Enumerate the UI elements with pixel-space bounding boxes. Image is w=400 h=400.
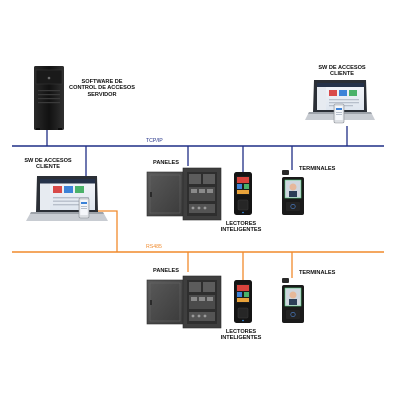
access-panel-lower-icon xyxy=(146,275,222,329)
panels-upper-label: PANELES xyxy=(153,160,180,166)
face-terminal-lower-icon xyxy=(282,278,304,323)
readers-lower-label: LECTORES INTELIGENTES xyxy=(220,329,262,342)
terminals-lower-label: TERMINALES xyxy=(299,270,336,276)
access-panel-upper-icon xyxy=(146,167,222,221)
face-terminal-upper-icon xyxy=(282,170,304,215)
client-left-label: SW DE ACCESOS CLIENTE xyxy=(24,158,72,171)
smart-reader-lower-icon xyxy=(234,280,252,323)
smartphone-left-icon xyxy=(78,197,90,219)
client-top-right-label: SW DE ACCESOS CLIENTE xyxy=(318,65,366,78)
server-label: SOFTWARE DE CONTROL DE ACCESOS SERVIDOR xyxy=(69,79,135,98)
server-tower-icon xyxy=(34,66,64,130)
terminals-upper-label: TERMINALES xyxy=(299,166,336,172)
smartphone-top-right-icon xyxy=(333,103,345,124)
rs485-label: RS485 xyxy=(146,244,162,250)
tcp-ip-label: TCP/IP xyxy=(146,138,163,144)
readers-upper-label: LECTORES INTELIGENTES xyxy=(220,221,262,234)
laptop-left-icon xyxy=(26,176,108,221)
smart-reader-upper-icon xyxy=(234,172,252,215)
panels-lower-label: PANELES xyxy=(153,268,180,274)
